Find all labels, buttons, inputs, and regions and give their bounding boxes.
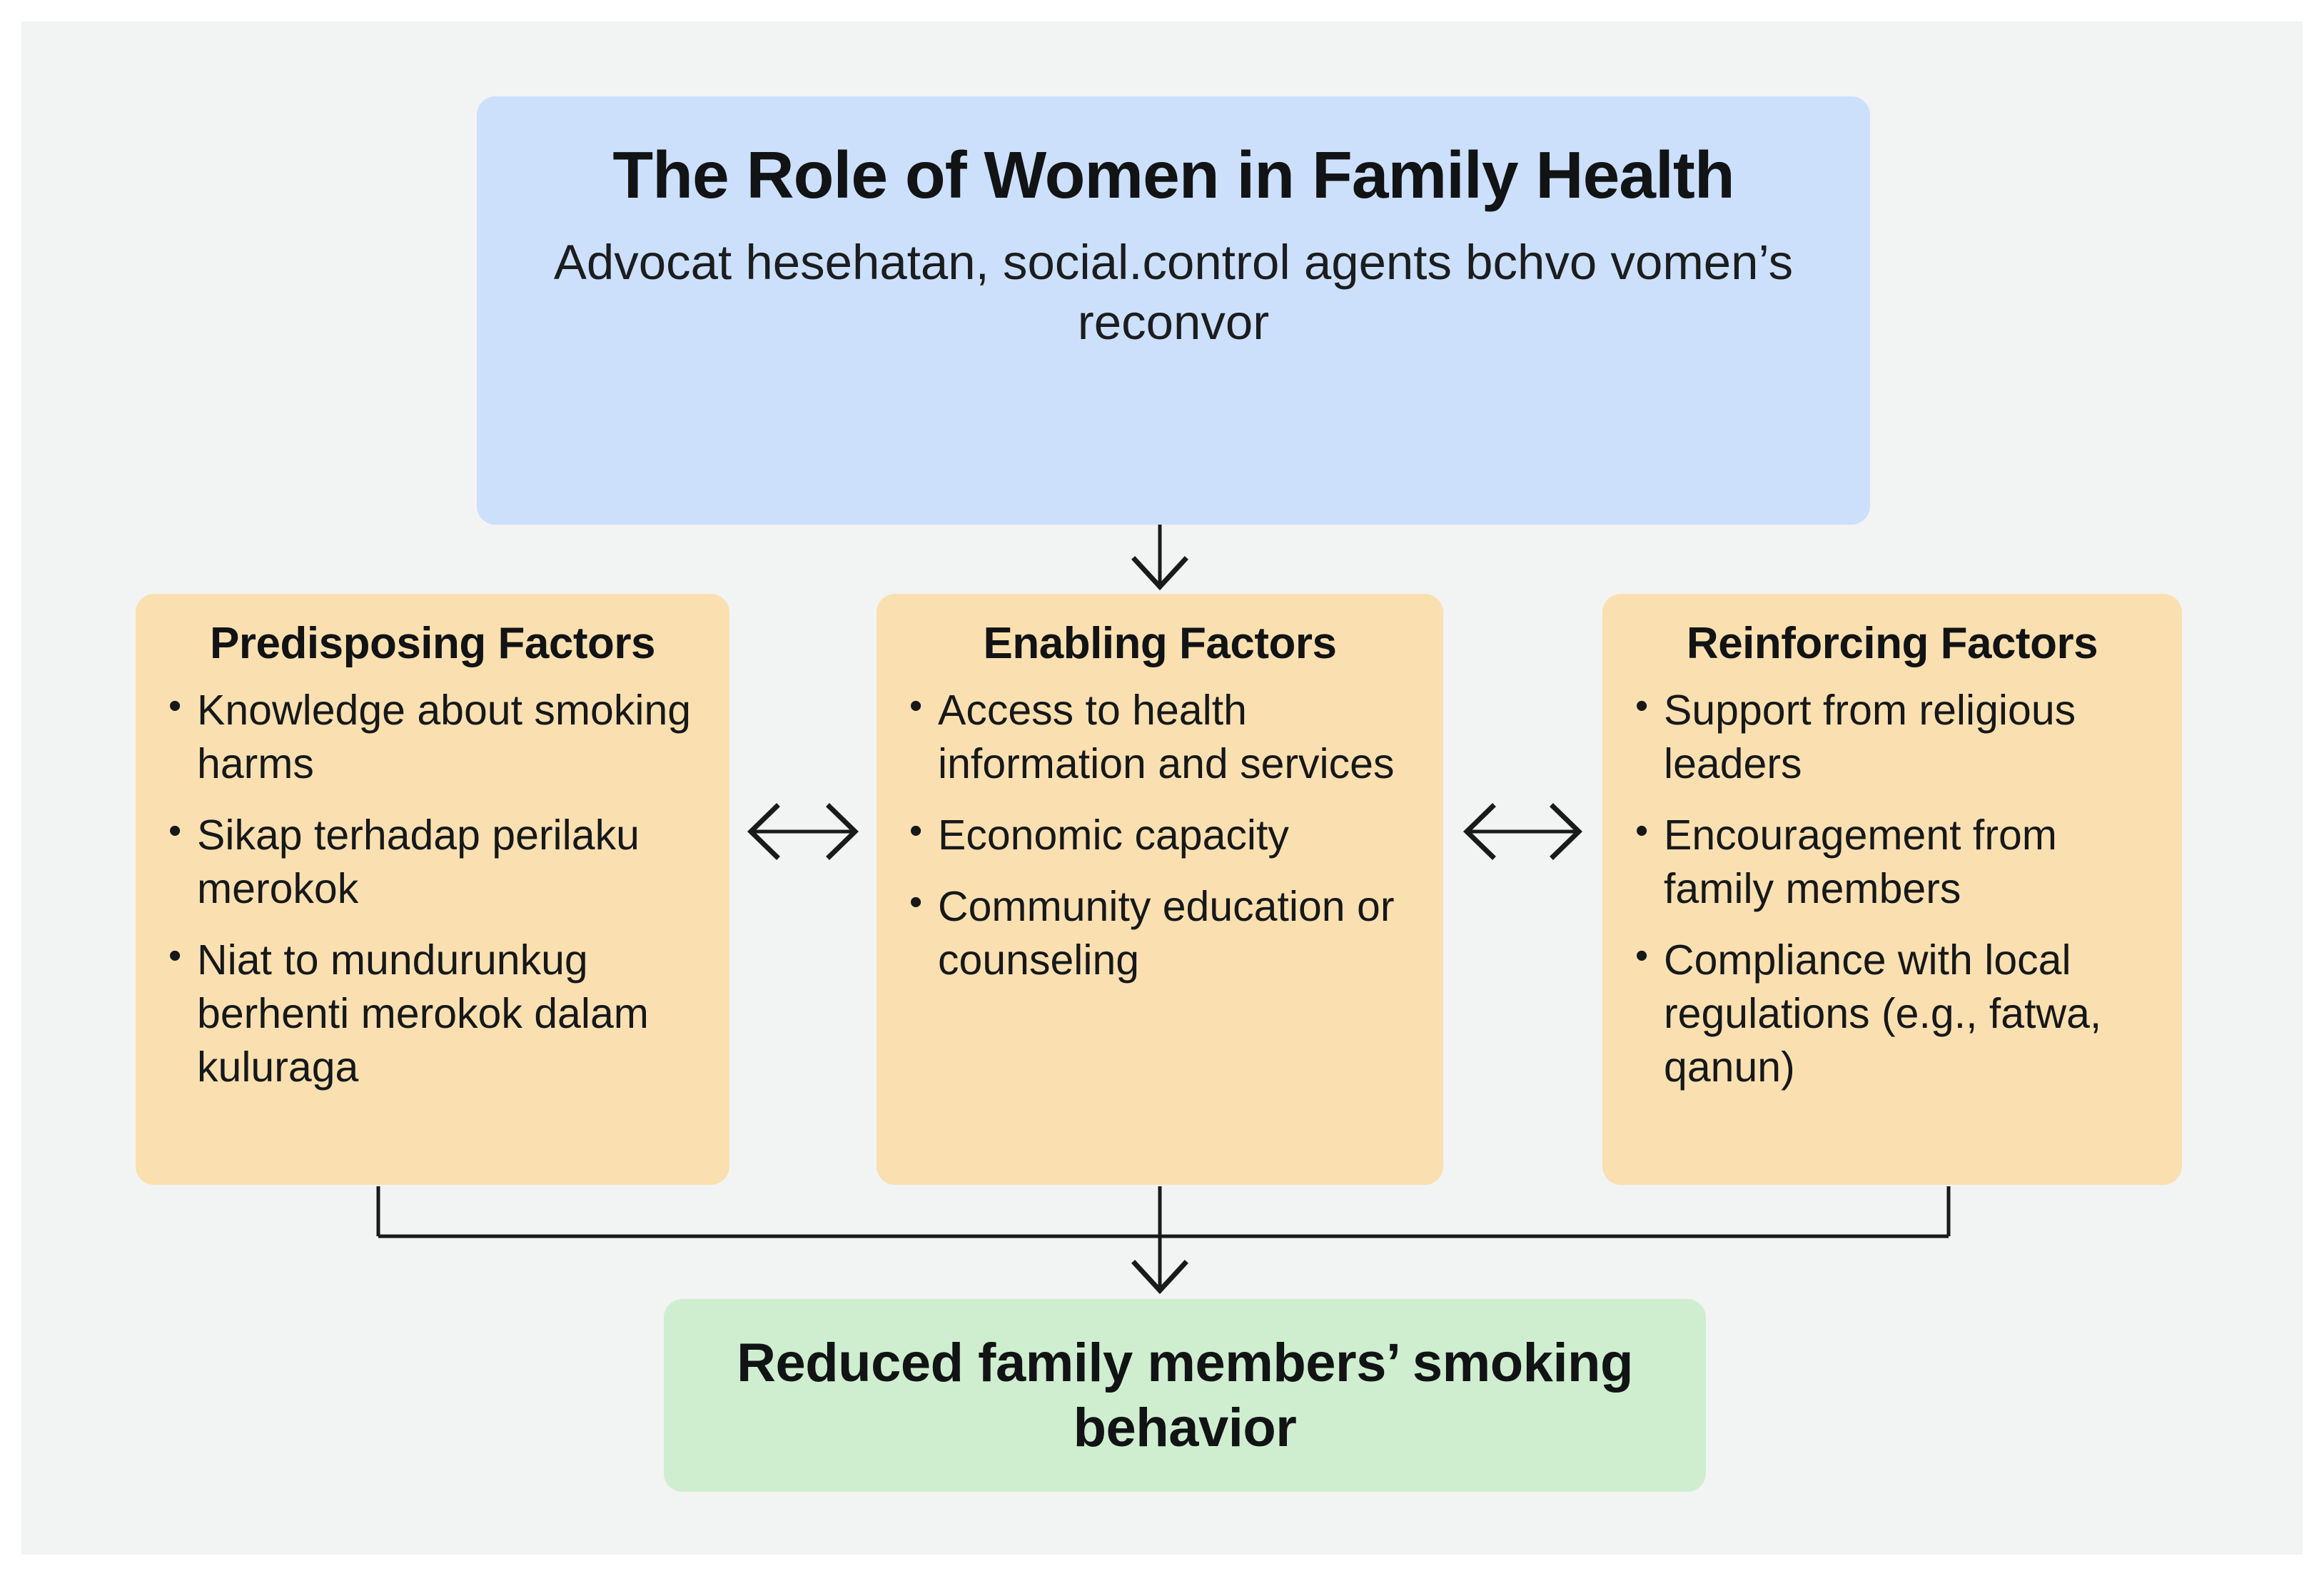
page-title: The Role of Women in Family Health	[612, 138, 1734, 212]
bracket-factors-to-outcome	[376, 1186, 1951, 1295]
enabling-factors-list: Access to health information and service…	[905, 682, 1415, 987]
header-node: The Role of Women in Family Health Advoc…	[477, 96, 1870, 525]
list-item: Support from religious leaders	[1631, 682, 2153, 791]
predisposing-factors-node: Predisposing Factors Knowledge about smo…	[136, 594, 729, 1185]
reinforcing-factors-node: Reinforcing Factors Support from religio…	[1602, 594, 2182, 1185]
enabling-factors-title: Enabling Factors	[983, 619, 1337, 668]
predisposing-factors-title: Predisposing Factors	[210, 619, 655, 668]
list-item: Sikap terhadap perilaku merokok	[164, 807, 701, 916]
list-item: Community education or counseling	[905, 879, 1415, 987]
outcome-text: Reduced family members’ smoking behavior	[737, 1332, 1633, 1458]
arrow-header-to-enabling	[1131, 525, 1188, 591]
arrow-enabling-reinforcing	[1462, 803, 1583, 860]
list-item: Niat to mundurunkug berhenti merokok dal…	[164, 932, 701, 1094]
list-item: Compliance with local regulations (e.g.,…	[1631, 932, 2153, 1094]
diagram-canvas: The Role of Women in Family Health Advoc…	[21, 21, 2303, 1555]
predisposing-factors-list: Knowledge about smoking harms Sikap terh…	[164, 682, 701, 1094]
page-subtitle: Advocat hesehatan, social.control agents…	[553, 234, 1794, 350]
list-item: Encouragement from family members	[1631, 807, 2153, 916]
list-item: Access to health information and service…	[905, 682, 1415, 791]
list-item: Knowledge about smoking harms	[164, 682, 701, 791]
reinforcing-factors-list: Support from religious leaders Encourage…	[1631, 682, 2153, 1094]
arrow-predisposing-enabling	[747, 803, 859, 860]
list-item: Economic capacity	[905, 807, 1415, 862]
reinforcing-factors-title: Reinforcing Factors	[1686, 619, 2098, 668]
outcome-node: Reduced family members’ smoking behavior	[664, 1299, 1706, 1492]
enabling-factors-node: Enabling Factors Access to health inform…	[876, 594, 1443, 1185]
